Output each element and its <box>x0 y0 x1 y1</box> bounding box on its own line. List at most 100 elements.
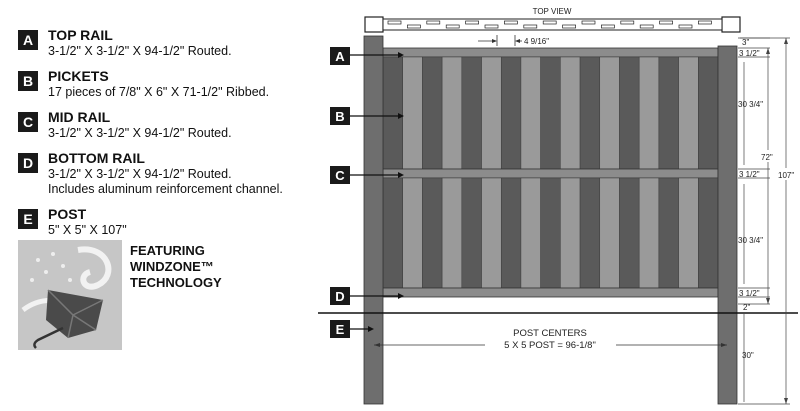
legend-item-a: A TOP RAIL 3-1/2" X 3-1/2" X 94-1/2" Rou… <box>18 26 318 59</box>
letter-badge-b: B <box>18 71 38 91</box>
picket-upper-2 <box>402 56 423 170</box>
picket-upper-11 <box>579 56 601 170</box>
top-view-picket-11 <box>581 20 596 25</box>
legend-title-e: POST <box>48 206 87 222</box>
legend-title-c: MID RAIL <box>48 109 111 125</box>
picket-lower-9 <box>540 177 561 289</box>
top-view-picket-1 <box>387 20 402 25</box>
legend-item-e: E POST 5" X 5" X 107" <box>18 205 318 238</box>
windzone-text: FEATURING WINDZONE™ TECHNOLOGY <box>130 243 310 291</box>
legend-item-b: B PICKETS 17 pieces of 7/8" X 6" X 71-1/… <box>18 67 318 100</box>
top-view-picket-2 <box>407 24 421 29</box>
post-centers-dimension: POST CENTERS 5 X 5 POST = 96-1/8" <box>374 328 727 351</box>
picket-upper-14 <box>638 56 660 170</box>
bottom-rail <box>382 287 719 298</box>
dim-30-3-4-lower: 30 3/4" <box>738 236 763 245</box>
top-view-picket-10 <box>562 24 576 29</box>
legend-desc-d-1: 3-1/2" X 3-1/2" X 94-1/2" Routed. <box>48 167 232 181</box>
top-view-picket-6 <box>484 24 499 29</box>
legend-desc-c: 3-1/2" X 3-1/2" X 94-1/2" Routed. <box>48 126 232 140</box>
arrowhead-icon <box>398 172 404 178</box>
dim-3-1-2-mid: 3 1/2" <box>739 170 760 179</box>
picket-upper-3 <box>422 56 443 170</box>
picket-lower-7 <box>500 177 522 289</box>
legend-title-d: BOTTOM RAIL <box>48 150 145 166</box>
callout-letter-d: D <box>335 289 344 304</box>
top-view-label: TOP VIEW <box>533 7 572 16</box>
arrowhead-icon <box>398 52 404 58</box>
top-view-picket-12 <box>601 24 615 29</box>
callout-b: B <box>330 107 404 125</box>
picket-lower-14 <box>638 177 660 289</box>
picket-lower-17 <box>698 177 719 289</box>
picket-upper-1 <box>382 56 403 170</box>
feature-line-1: FEATURING <box>130 243 205 258</box>
top-view-picket-13 <box>620 20 635 25</box>
vertical-dimensions: 3" 3 1/2" 30 3/4" 3 1/2" 30 3/4" 3 1/2" … <box>738 37 794 405</box>
dim-3: 3" <box>742 38 749 47</box>
dim-30-3-4-upper: 30 3/4" <box>738 100 763 109</box>
post-centers-label-2: 5 X 5 POST = 96-1/8" <box>504 340 596 351</box>
picket-upper-10 <box>560 56 581 170</box>
callout-badge-d <box>330 287 350 305</box>
top-view-picket-14 <box>639 24 654 29</box>
top-view-post-right <box>721 16 741 33</box>
picket-upper-6 <box>481 56 502 170</box>
picket-upper-9 <box>540 56 561 170</box>
top-view-rail <box>382 18 723 31</box>
callout-badge-b <box>330 107 350 125</box>
callout-badge-c <box>330 166 350 184</box>
picket-lower-11 <box>579 177 601 289</box>
dim-30: 30" <box>742 351 754 360</box>
picket-lower-15 <box>658 177 679 289</box>
top-view-picket-9 <box>542 20 557 25</box>
windzone-feature: FEATURING WINDZONE™ TECHNOLOGY <box>18 240 318 350</box>
picket-lower-13 <box>619 177 640 289</box>
top-view-picket-8 <box>523 24 538 29</box>
top-view-post-left <box>364 16 384 33</box>
legend-title-a: TOP RAIL <box>48 27 113 43</box>
picket-lower-5 <box>461 177 482 289</box>
picket-lower-10 <box>560 177 581 289</box>
pickets-upper <box>382 56 719 170</box>
picket-gap-label: 4 9/16" <box>524 37 549 46</box>
picket-upper-13 <box>619 56 640 170</box>
top-rail <box>382 47 719 58</box>
callout-letter-b: B <box>335 109 344 124</box>
picket-upper-17 <box>698 56 719 170</box>
picket-lower-6 <box>481 177 502 289</box>
pickets-lower <box>382 177 719 289</box>
letter-badge-d: D <box>18 153 38 173</box>
picket-upper-5 <box>461 56 482 170</box>
callout-e: E <box>330 320 374 338</box>
picket-upper-8 <box>520 56 541 170</box>
picket-lower-3 <box>422 177 443 289</box>
arrowhead-icon <box>398 293 404 299</box>
picket-lower-1 <box>382 177 403 289</box>
arrowhead-icon <box>368 326 374 332</box>
callout-badge-a <box>330 47 350 65</box>
picket-lower-12 <box>599 177 620 289</box>
legend-item-d: D BOTTOM RAIL 3-1/2" X 3-1/2" X 94-1/2" … <box>18 149 318 197</box>
callout-d: D <box>330 287 404 305</box>
picket-lower-16 <box>678 177 699 289</box>
legend-desc-b: 17 pieces of 7/8" X 6" X 71-1/2" Ribbed. <box>48 85 270 99</box>
letter-badge-c: C <box>18 112 38 132</box>
callout-letter-e: E <box>336 322 345 337</box>
callout-letter-a: A <box>335 49 345 64</box>
post-left <box>363 35 384 405</box>
legend-item-c: C MID RAIL 3-1/2" X 3-1/2" X 94-1/2" Rou… <box>18 108 318 141</box>
picket-upper-4 <box>441 56 463 170</box>
legend-desc-d-2: Includes aluminum reinforcement channel. <box>48 182 283 196</box>
post-centers-label-1: POST CENTERS <box>513 328 587 339</box>
top-view: TOP VIEW <box>364 7 741 33</box>
top-view-picket-17 <box>698 20 712 25</box>
top-view-picket-15 <box>659 20 673 25</box>
legend-desc-a: 3-1/2" X 3-1/2" X 94-1/2" Routed. <box>48 44 232 58</box>
dim-72: 72" <box>761 153 773 162</box>
dim-3-1-2-top: 3 1/2" <box>739 49 760 58</box>
top-view-picket-7 <box>504 20 518 25</box>
picket-lower-8 <box>520 177 541 289</box>
letter-badge-a: A <box>18 30 38 50</box>
